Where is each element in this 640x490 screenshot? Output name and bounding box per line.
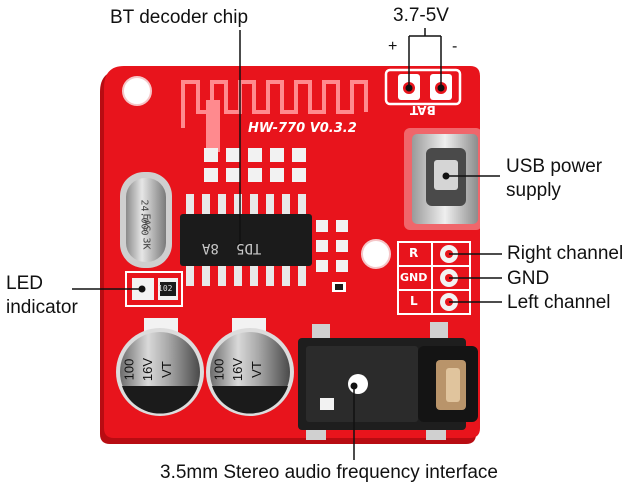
usb-port: [404, 128, 482, 230]
led-code: 102: [158, 284, 173, 293]
bat-silk-label: BAT: [410, 103, 436, 117]
label-plus: +: [388, 38, 398, 55]
label-left-channel: Left channel: [507, 292, 611, 313]
tiny-smd-part: [335, 284, 343, 290]
crystal-marking-2: EAS 3K: [140, 213, 152, 250]
mounting-hole-top: [122, 76, 152, 106]
callout-dots: [138, 84, 450, 390]
antenna-trace: [181, 80, 368, 128]
chip-marking: TD5: [236, 240, 262, 256]
cap-left-value: 100: [121, 358, 137, 381]
cap-left-series: VT: [158, 361, 174, 378]
label-minus: -: [452, 38, 458, 55]
cap-right-value: 100: [211, 358, 227, 381]
antenna-feed: [206, 100, 220, 152]
board-model-label: HW-770 V0.3.2: [248, 121, 357, 136]
pin-gnd-silk: GND: [400, 271, 428, 284]
cap-right-series: VT: [248, 361, 264, 378]
label-voltage: 3.7-5V: [393, 5, 449, 26]
led-indicator: [125, 271, 183, 307]
cap-left-voltage: 16V: [140, 357, 156, 382]
smd-pads-top: [204, 148, 306, 182]
mounting-hole-middle: [361, 239, 391, 269]
chip-marking-2: 8A: [202, 240, 219, 256]
capacitor-left: [116, 318, 204, 416]
label-audio-interface: 3.5mm Stereo audio frequency interface: [160, 462, 498, 483]
label-led-line1: LED: [6, 273, 43, 294]
label-bt-decoder-chip: BT decoder chip: [110, 7, 249, 28]
label-usb-line2: supply: [506, 180, 561, 201]
bt-decoder-chip: [180, 194, 312, 286]
pin-l-silk: L: [410, 294, 418, 308]
label-right-channel: Right channel: [507, 243, 624, 264]
audio-jack: [298, 322, 478, 440]
pin-r-silk: R: [409, 246, 419, 260]
label-gnd: GND: [507, 268, 550, 289]
crystal-oscillator: [120, 172, 172, 268]
label-usb-line1: USB power: [506, 156, 603, 177]
label-led-line2: indicator: [6, 297, 78, 318]
capacitor-right: [206, 318, 294, 416]
callout-lines: [72, 28, 502, 460]
cap-right-voltage: 16V: [230, 357, 246, 382]
